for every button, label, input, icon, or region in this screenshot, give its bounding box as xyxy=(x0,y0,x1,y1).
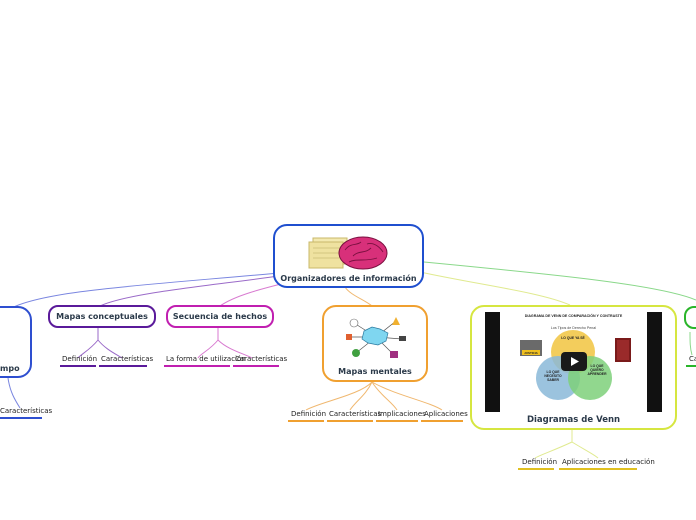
venn-leaf-aplicaciones-underline xyxy=(559,468,637,470)
venn-leaf-definicion[interactable]: Definición xyxy=(522,458,557,466)
left-branch-node[interactable]: mpo xyxy=(0,306,32,378)
link-conceptuales-leaves xyxy=(77,328,123,359)
central-title: Organizadores de información xyxy=(280,274,417,283)
secuencia-hechos-title: Secuencia de hechos xyxy=(172,312,268,321)
mentales-leaf-caracteristicas[interactable]: Características xyxy=(329,410,382,418)
diagramas-venn-title: Diagramas de Venn xyxy=(526,415,621,425)
mentales-leaf-aplicaciones-underline xyxy=(421,420,463,422)
link-to-right-branch xyxy=(423,261,696,301)
venn-thumb-circle-a: LO QUE YA SÉ xyxy=(561,336,585,340)
link-to-left-branch xyxy=(7,271,291,311)
mind-map-illustration xyxy=(346,317,406,358)
mapas-mentales-title: Mapas mentales xyxy=(338,367,412,376)
brain-illustration xyxy=(308,236,388,270)
central-node[interactable]: Organizadores de información xyxy=(273,224,424,288)
link-secuencia-leaves xyxy=(197,328,253,359)
mentales-leaf-definicion-underline xyxy=(288,420,324,422)
venn-thumb-circle-b: LO QUE NECESITO SABER xyxy=(544,370,562,382)
play-button[interactable] xyxy=(561,352,587,371)
mentales-leaf-implicaciones[interactable]: Implicaciones xyxy=(378,410,426,418)
venn-leaf-aplicaciones[interactable]: Aplicaciones en educación xyxy=(562,458,655,466)
venn-thumb-badge: JUSTICIA xyxy=(524,351,538,355)
right-branch-node[interactable] xyxy=(684,306,696,329)
conceptuales-leaf-caracteristicas[interactable]: Características xyxy=(101,355,154,363)
venn-thumb-circle-c: LO QUE QUIERO APRENDER xyxy=(587,364,607,376)
secuencia-leaf-caracteristicas[interactable]: Características xyxy=(235,355,288,363)
venn-leaf-definicion-underline xyxy=(518,468,554,470)
play-icon xyxy=(571,357,579,366)
link-left-leaf xyxy=(7,377,21,409)
right-branch-leaf-underline xyxy=(686,365,696,367)
left-branch-leaf[interactable]: Características xyxy=(0,407,53,415)
mentales-leaf-caracteristicas-underline xyxy=(327,420,373,422)
diagramas-venn-node[interactable]: DIAGRAMA DE VENN DE COMPARACIÓN Y CONTRA… xyxy=(470,305,677,430)
secuencia-leaf-caracteristicas-underline xyxy=(233,365,279,367)
link-right-leaf xyxy=(689,331,693,356)
link-to-diagramas-venn xyxy=(419,271,571,306)
link-mentales-leaves xyxy=(305,381,443,411)
venn-thumb-subtitle: Los Tipos de Derecho Penal xyxy=(550,326,597,330)
link-to-mapas-conceptuales xyxy=(99,272,301,307)
mentales-leaf-implicaciones-underline xyxy=(376,420,418,422)
mentales-leaf-definicion[interactable]: Definición xyxy=(291,410,326,418)
conceptuales-leaf-caracteristicas-underline xyxy=(99,365,147,367)
secuencia-leaf-forma-underline xyxy=(164,365,230,367)
mapas-mentales-node[interactable]: Mapas mentales xyxy=(322,305,428,382)
right-branch-leaf[interactable]: Ca xyxy=(689,355,696,363)
mapas-conceptuales-node[interactable]: Mapas conceptuales xyxy=(48,305,156,328)
left-branch-title: mpo xyxy=(0,364,20,373)
left-branch-leaf-underline xyxy=(0,417,42,419)
conceptuales-leaf-definicion-underline xyxy=(60,365,96,367)
conceptuales-leaf-definicion[interactable]: Definición xyxy=(62,355,97,363)
venn-thumb-heading: DIAGRAMA DE VENN DE COMPARACIÓN Y CONTRA… xyxy=(524,314,623,318)
mapas-conceptuales-title: Mapas conceptuales xyxy=(56,312,148,321)
link-to-mapas-mentales xyxy=(344,286,373,307)
secuencia-hechos-node[interactable]: Secuencia de hechos xyxy=(166,305,274,328)
link-venn-leaves xyxy=(534,430,599,459)
mentales-leaf-aplicaciones[interactable]: Aplicaciones xyxy=(424,410,468,418)
secuencia-leaf-forma[interactable]: La forma de utilización xyxy=(166,355,246,363)
venn-video-thumbnail[interactable]: DIAGRAMA DE VENN DE COMPARACIÓN Y CONTRA… xyxy=(485,312,662,412)
